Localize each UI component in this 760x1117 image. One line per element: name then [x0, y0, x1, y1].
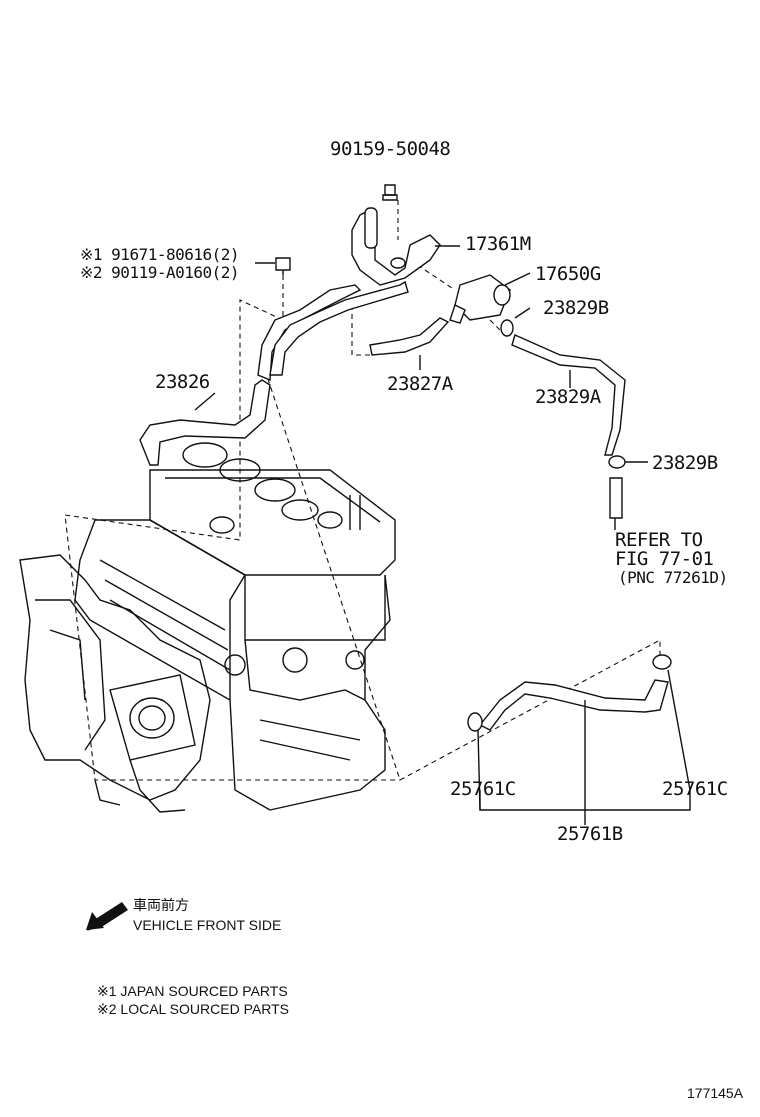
label-90159-50048: 90159-50048 — [330, 138, 451, 160]
label-91671-80616: ※1 91671-80616(2) — [80, 245, 240, 264]
label-pnc-77261d: (PNC 77261D) — [618, 568, 728, 587]
bracket-17361m — [351, 184, 460, 286]
label-25761c-left: 25761C — [450, 778, 516, 800]
label-23829b-top: 23829B — [543, 297, 609, 319]
leader-lines — [194, 257, 691, 825]
figure-id: 177145A — [687, 1085, 744, 1101]
legend-front-en: VEHICLE FRONT SIDE — [133, 917, 282, 933]
label-17361m: 17361M — [465, 233, 531, 255]
legend-note-japan: ※1 JAPAN SOURCED PARTS — [97, 983, 288, 999]
legend-note-local: ※2 LOCAL SOURCED PARTS — [97, 1001, 289, 1017]
vsv-17650g — [449, 272, 531, 324]
legend-front-jp: 車両前方 — [133, 897, 189, 913]
label-17650g: 17650G — [535, 263, 601, 285]
label-23826: 23826 — [155, 371, 210, 393]
vehicle-front-arrow-icon — [86, 902, 128, 931]
label-25761c-right: 25761C — [662, 778, 728, 800]
label-23829a: 23829A — [535, 386, 601, 408]
label-25761b: 25761B — [557, 823, 623, 845]
label-90119-a0160: ※2 90119-A0160(2) — [80, 263, 240, 282]
label-fig-77-01: FIG 77-01 — [615, 548, 714, 570]
label-23829b-mid: 23829B — [652, 452, 718, 474]
label-23827a: 23827A — [387, 373, 453, 395]
engine-assembly — [19, 442, 396, 813]
hoses — [139, 280, 672, 732]
label-refer-to: REFER TO — [615, 529, 703, 551]
